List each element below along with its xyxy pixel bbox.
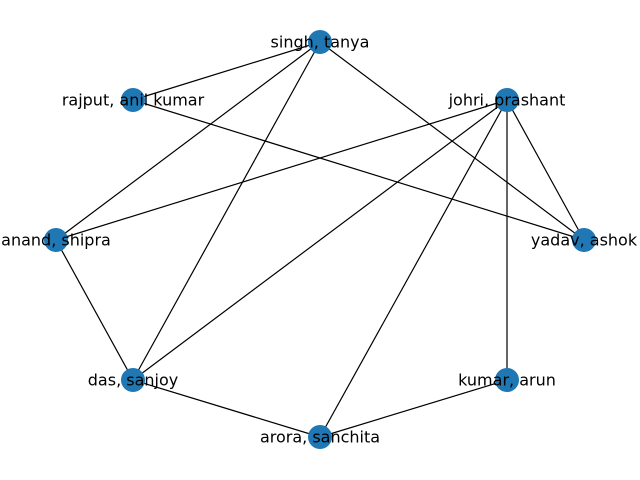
edge-singh-das — [132, 41, 321, 381]
edge-anand-das — [55, 239, 134, 381]
node-das — [121, 368, 145, 392]
node-label-anand: anand, shipra — [1, 231, 111, 250]
edge-das-arora — [132, 379, 321, 438]
node-arora — [308, 425, 332, 449]
edge-johri-yadav — [506, 99, 585, 241]
edge-johri-arora — [319, 99, 508, 438]
edge-singh-rajput — [132, 41, 321, 101]
node-label-singh: singh, tanya — [271, 33, 370, 52]
edge-johri-das — [132, 99, 508, 381]
node-label-johri: johri, prashant — [448, 91, 566, 110]
node-rajput — [121, 88, 145, 112]
node-anand — [44, 228, 68, 252]
node-kumar — [495, 368, 519, 392]
node-label-kumar: kumar, arun — [458, 371, 556, 390]
node-layer — [44, 30, 596, 449]
node-singh — [308, 30, 332, 54]
edge-arora-kumar — [319, 379, 508, 438]
node-label-rajput: rajput, anil kumar — [62, 91, 205, 110]
node-yadav — [572, 228, 596, 252]
node-label-arora: arora, sanchita — [260, 428, 380, 447]
edge-rajput-yadav — [132, 99, 585, 241]
edge-johri-anand — [55, 99, 508, 241]
label-layer: singh, tanya rajput, anil kumar johri, pra… — [1, 33, 638, 447]
edge-singh-anand — [55, 41, 321, 241]
edge-layer — [55, 41, 585, 438]
node-label-das: das, sanjoy — [88, 371, 178, 390]
node-label-yadav: yadav, ashok — [531, 231, 638, 250]
node-johri — [495, 88, 519, 112]
